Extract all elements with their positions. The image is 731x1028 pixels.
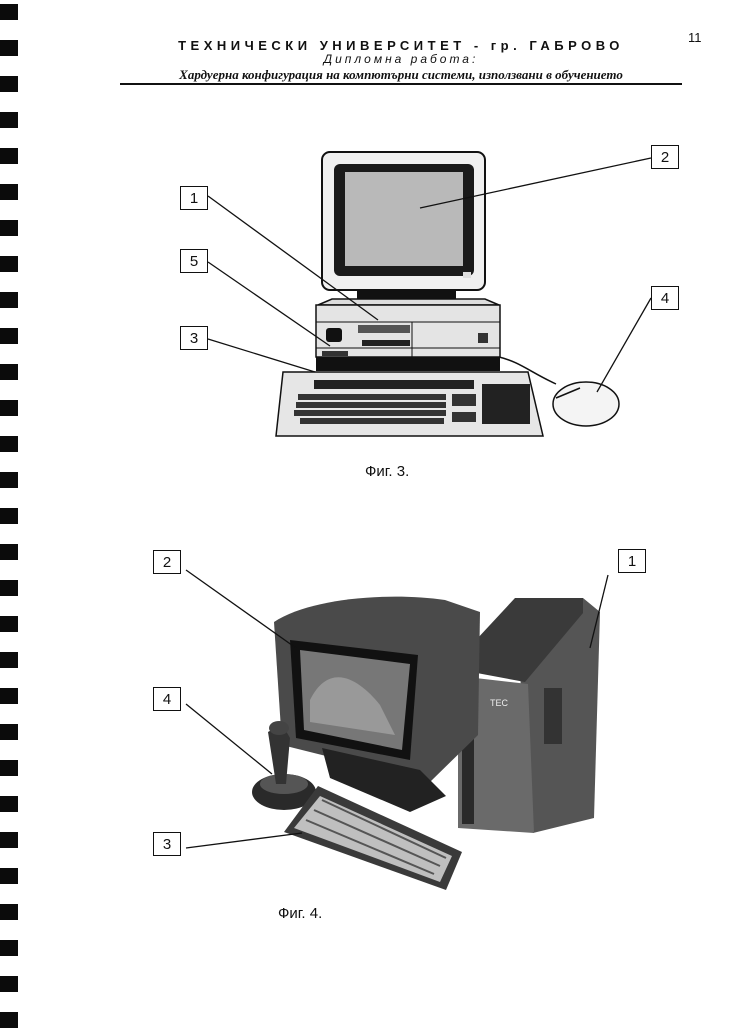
fig3-keyboard <box>275 371 544 437</box>
binding-hole <box>0 724 18 740</box>
binding-hole <box>0 292 18 308</box>
binding-hole <box>0 688 18 704</box>
fig3-label-4: 4 <box>651 286 679 310</box>
binding-hole <box>0 976 18 992</box>
binding-hole <box>0 364 18 380</box>
binding-hole <box>0 76 18 92</box>
binding-hole <box>0 940 18 956</box>
binding-hole <box>0 184 18 200</box>
binding-hole <box>0 328 18 344</box>
binding-hole <box>0 616 18 632</box>
binding-hole <box>0 580 18 596</box>
binding-hole <box>0 868 18 884</box>
fig4-leader-lines <box>185 569 609 849</box>
fig4-label-3: 3 <box>153 832 181 856</box>
fig3-label-5: 5 <box>180 249 208 273</box>
binding-hole <box>0 652 18 668</box>
fig3-label-1: 1 <box>180 186 208 210</box>
header-university: ТЕХНИЧЕСКИ УНИВЕРСИТЕТ - гр. ГАБРОВО <box>178 38 624 53</box>
fig3-leader-lines <box>207 157 652 393</box>
fig4-tower-brand: ТЕС <box>490 698 509 708</box>
binding-hole <box>0 220 18 236</box>
binding-hole <box>0 904 18 920</box>
binding-hole <box>0 760 18 776</box>
binding-hole <box>0 148 18 164</box>
header-rule <box>120 83 682 85</box>
header-work-type: Дипломна работа: <box>323 52 479 66</box>
binding-hole <box>0 796 18 812</box>
page-number: 11 <box>688 30 702 45</box>
binding-hole <box>0 400 18 416</box>
binding-hole <box>0 256 18 272</box>
fig4-joystick <box>252 721 316 810</box>
binding-hole <box>0 832 18 848</box>
binding-hole <box>0 436 18 452</box>
fig3-label-3: 3 <box>180 326 208 350</box>
binding-hole <box>0 472 18 488</box>
spiral-binding <box>0 0 20 1028</box>
fig4-label-2: 2 <box>153 550 181 574</box>
binding-hole <box>0 544 18 560</box>
header-thesis-title: Хардуерна конфигурация на компютърни сис… <box>179 67 623 82</box>
fig3-label-2: 2 <box>651 145 679 169</box>
fig4-monitor <box>274 596 480 812</box>
fig4-label-4: 4 <box>153 687 181 711</box>
figure-3-caption: Фиг. 3. <box>365 463 410 480</box>
fig4-keyboard <box>284 786 462 890</box>
fig3-monitor <box>321 151 486 308</box>
fig3-mouse <box>498 356 620 427</box>
figure-4-caption: Фиг. 4. <box>278 905 323 922</box>
binding-hole <box>0 40 18 56</box>
binding-hole <box>0 112 18 128</box>
fig4-label-1: 1 <box>618 549 646 573</box>
fig3-system-unit <box>315 298 501 371</box>
binding-hole <box>0 4 18 20</box>
binding-hole <box>0 508 18 524</box>
